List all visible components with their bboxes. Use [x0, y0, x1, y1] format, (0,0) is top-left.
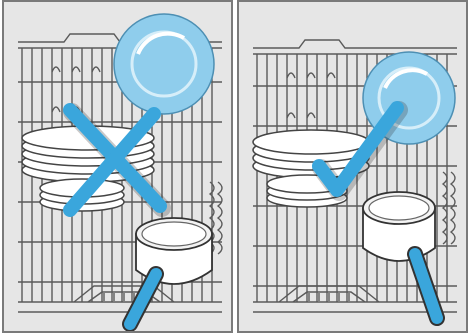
cooking-pot	[362, 191, 445, 326]
rack-illustration	[252, 39, 457, 326]
cross-icon	[63, 103, 171, 217]
panel-incorrect-loading	[2, 0, 233, 333]
rack-illustration	[18, 13, 223, 331]
check-icon	[312, 101, 408, 201]
panel-correct-loading	[237, 0, 468, 333]
cooking-pot	[122, 217, 213, 331]
blue-plate	[113, 13, 215, 115]
